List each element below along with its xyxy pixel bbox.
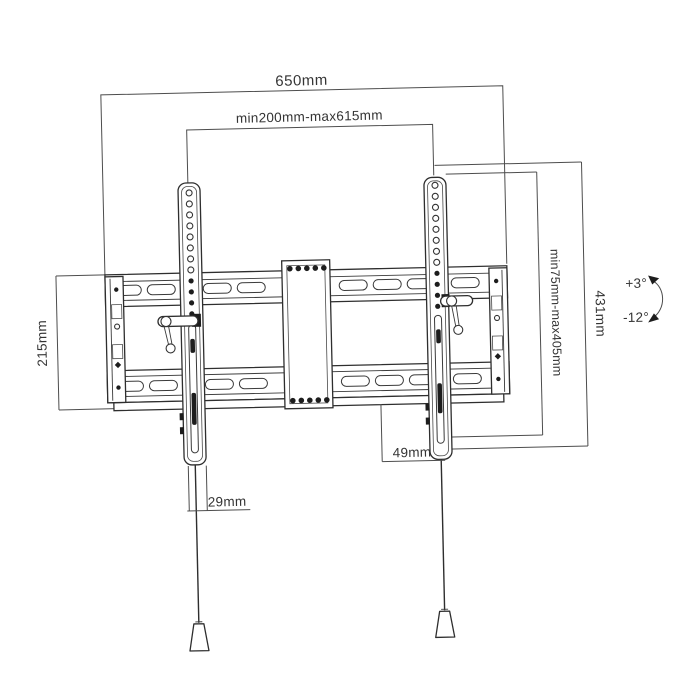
dim-plate-height: 215mm [34,274,116,411]
dim-vesa-height-range-label: min75mm-max405mm [547,249,564,377]
vesa-holes-bottom [290,397,330,404]
right-bracket-holes [431,181,441,309]
left-bracket-holes [185,189,195,317]
tilt-up-label: +3° [625,276,647,291]
right-pull-cord [435,459,456,639]
dim-bracket-height: 431mm [434,161,608,450]
left-plumb-weight [189,623,210,652]
dim-vesa-height-range: min75mm-max405mm [445,171,564,438]
dim-bracket-height-label: 431mm [592,290,608,337]
left-lock-lever [157,313,202,354]
dim-overall-width: 650mm [100,72,508,275]
tilt-annotation: +3° -12° [623,275,664,326]
dim-overall-width-label: 650mm [275,72,328,90]
dim-rail-width-range-label: min200mm-max615mm [236,108,383,126]
vesa-holes-top [287,265,327,272]
dim-plate-height-label: 215mm [34,320,50,367]
right-tv-bracket [423,176,453,461]
left-pull-cord [189,464,210,652]
right-end-cap [488,267,511,395]
dim-rail-width-range: min200mm-max615mm [186,108,435,183]
left-end-cap [104,275,127,404]
center-plate [280,259,334,410]
right-lock-lever [439,294,474,335]
right-plumb-weight [435,610,456,639]
tilt-arrow [651,280,664,319]
right-hook [425,403,430,411]
dim-bottom-clearance: 29mm [187,465,251,512]
left-hook [179,413,184,421]
tilt-down-label: -12° [623,310,649,326]
dim-bottom-clearance-label: 29mm [208,494,247,510]
dim-hook-offset: 49mm [380,404,446,463]
dim-hook-offset-label: 49mm [393,445,432,461]
